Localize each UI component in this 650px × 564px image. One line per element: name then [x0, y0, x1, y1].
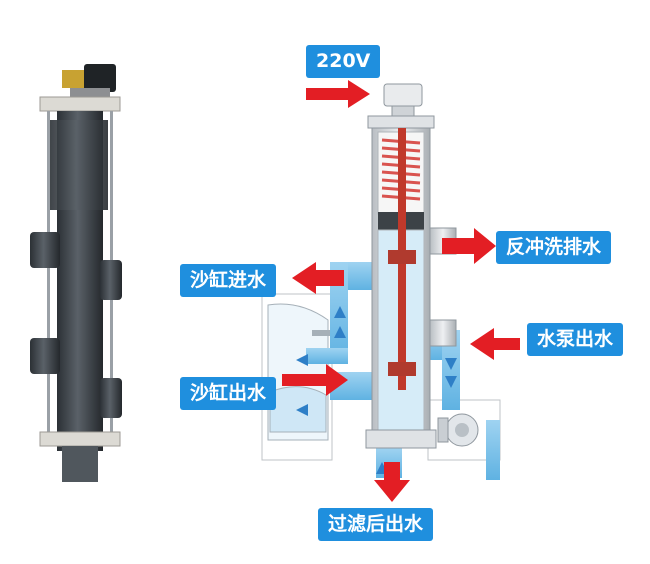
valve-cutaway — [365, 83, 457, 449]
port-left-upper — [30, 232, 60, 268]
top-flange — [39, 96, 121, 112]
arrow-backwash — [442, 228, 496, 264]
bottom-port — [62, 446, 98, 482]
solenoid-head-icon — [383, 83, 423, 107]
arrow-voltage — [306, 80, 370, 108]
label-sand-tank-inlet: 沙缸进水 — [180, 264, 277, 297]
port-left-lower — [30, 338, 60, 374]
arrow-filtered-outlet — [374, 462, 410, 502]
bottom-flange — [39, 431, 121, 447]
label-filtered-outlet: 过滤后出水 — [318, 508, 434, 541]
label-sand-tank-outlet: 沙缸出水 — [180, 377, 277, 410]
solenoid-coil-icon — [84, 64, 116, 92]
valve-photo — [30, 64, 122, 482]
label-voltage: 220V — [306, 45, 381, 78]
port-right-upper — [100, 260, 122, 300]
arrow-sand-outlet — [282, 364, 348, 396]
arrow-sand-inlet — [292, 262, 344, 294]
arrow-pump-outlet — [470, 328, 520, 360]
solenoid-brass-icon — [62, 70, 84, 88]
label-backwash-outlet: 反冲洗排水 — [496, 231, 612, 264]
port-right-lower — [100, 378, 122, 418]
label-pump-outlet: 水泵出水 — [527, 323, 624, 356]
red-arrow-icon — [282, 80, 520, 502]
